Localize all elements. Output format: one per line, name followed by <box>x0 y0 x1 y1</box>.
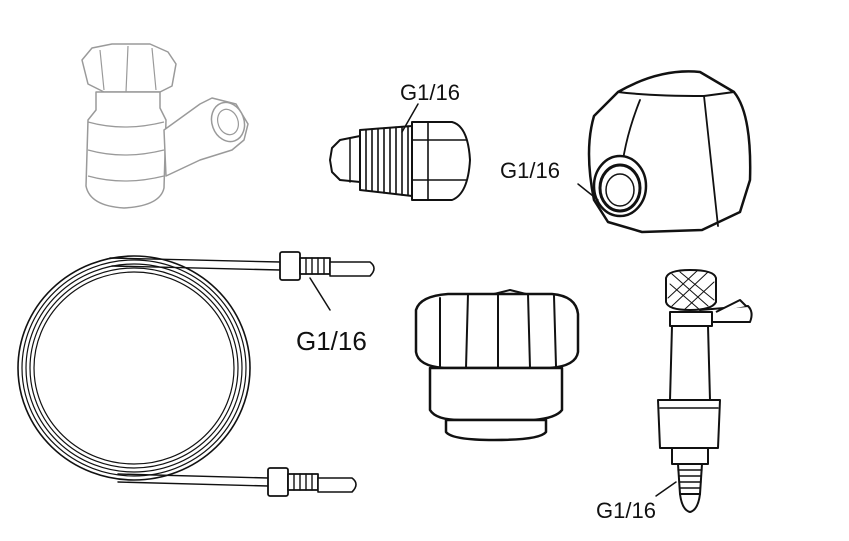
coiled-tube-part <box>17 251 375 497</box>
flare-fitting-thread-label: G1/16 <box>400 80 460 105</box>
angled-valve-part <box>81 43 249 209</box>
flare-fitting-part <box>329 103 471 201</box>
needle-valve-part <box>655 269 753 513</box>
knurled-cap-part <box>414 289 580 442</box>
hex-nut-part <box>577 70 752 234</box>
coiled-tube-thread-label: G1/16 <box>296 326 367 356</box>
hex-nut-thread-label: G1/16 <box>500 158 560 183</box>
needle-valve-thread-label: G1/16 <box>596 498 656 523</box>
